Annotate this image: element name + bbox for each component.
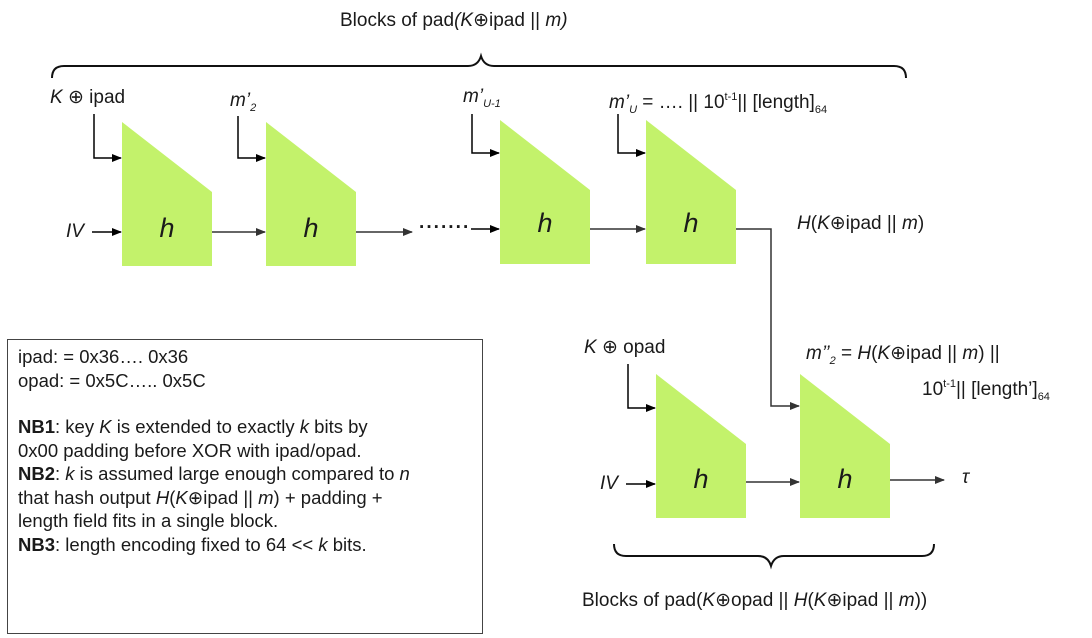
- m2pp-label: m’’2 = H(K⊕ipad || m) ||: [806, 343, 1000, 367]
- iv-bottom-label: IV: [600, 473, 618, 494]
- mu1-label: m’U-1: [463, 86, 501, 110]
- mu-arrow: [617, 114, 646, 157]
- tau-output-label: τ: [962, 467, 970, 488]
- iv-top-label: IV: [66, 221, 84, 242]
- m2pp-label-line2: 10t-1|| [length’]64: [922, 378, 1050, 403]
- nb1-line-1: NB1: key K is extended to exactly k bits…: [18, 416, 368, 437]
- nb2-line-2: that hash output H(K⊕ipad || m) + paddin…: [18, 486, 383, 508]
- k-opad-arrow: [627, 364, 656, 412]
- top-brace: [51, 52, 907, 79]
- nb1-line-2: 0x00 padding before XOR with ipad/opad.: [18, 439, 362, 461]
- block-h-1: [122, 122, 212, 266]
- mu-label: m’U = …. || 10t-1|| [length]64: [609, 91, 828, 116]
- block-h-5-label: h: [693, 464, 709, 494]
- block-h-5: [656, 374, 746, 518]
- k-ipad-arrow: [93, 114, 122, 162]
- block-h-4: [646, 120, 736, 264]
- block-h-1-label: h: [159, 213, 175, 243]
- nb2-line-3: length field fits in a single block.: [18, 510, 279, 531]
- block-h-3-label: h: [537, 208, 553, 238]
- m2-arrow: [237, 116, 266, 162]
- notes-box: ipad: = 0x36…. 0x36 opad: = 0x5C….. 0x5C…: [7, 339, 483, 634]
- block-h-6: [800, 374, 890, 518]
- m2-label: m’2: [230, 90, 257, 114]
- opad-definition: opad: = 0x5C….. 0x5C: [18, 369, 206, 391]
- k-opad-label: K ⊕ opad: [584, 337, 666, 358]
- block-h-6-label: h: [837, 464, 853, 494]
- mu1-arrow: [471, 114, 500, 157]
- nb3-line: NB3: length encoding fixed to 64 << k bi…: [18, 533, 367, 555]
- bottom-brace-label: Blocks of pad(K⊕opad || H(K⊕ipad || m)): [582, 590, 928, 611]
- block-h-3: [500, 120, 590, 264]
- ipad-definition: ipad: = 0x36…. 0x36: [18, 346, 189, 367]
- ellipsis-dots: ·······: [419, 217, 471, 238]
- block-h-4-label: h: [683, 208, 699, 238]
- top-brace-label: Blocks of pad(K⊕ipad || m): [340, 10, 568, 31]
- block-h-2: [266, 122, 356, 266]
- inner-output-line: [736, 228, 800, 410]
- nb2-line-1: NB2: k is assumed large enough compared …: [18, 463, 410, 484]
- k-ipad-label: K ⊕ ipad: [50, 87, 126, 108]
- inner-output-label: H(K⊕ipad || m): [797, 213, 925, 234]
- block-h-2-label: h: [303, 213, 319, 243]
- bottom-brace: [613, 543, 935, 570]
